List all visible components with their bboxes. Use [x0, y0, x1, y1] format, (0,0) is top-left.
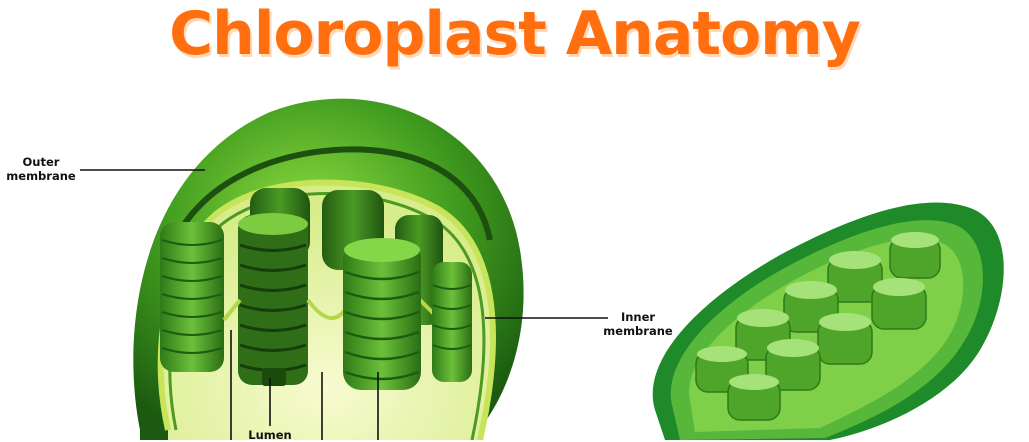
diagram-title: Chloroplast Anatomy [169, 0, 861, 69]
inner-membrane-label: Inner membrane [603, 310, 673, 338]
granum-center [238, 213, 308, 386]
outer-membrane-rim [165, 146, 493, 257]
whole-grana [695, 232, 941, 421]
lumen-label: Lumen [248, 428, 292, 442]
granum-right [343, 238, 421, 390]
cross-section-chloroplast [133, 98, 524, 440]
granum-left [160, 222, 224, 372]
whole-chloroplast [652, 202, 1004, 440]
outer-membrane-label: Outer membrane [6, 155, 76, 183]
leader-lines [80, 169, 608, 440]
granum-far-right [432, 262, 472, 382]
